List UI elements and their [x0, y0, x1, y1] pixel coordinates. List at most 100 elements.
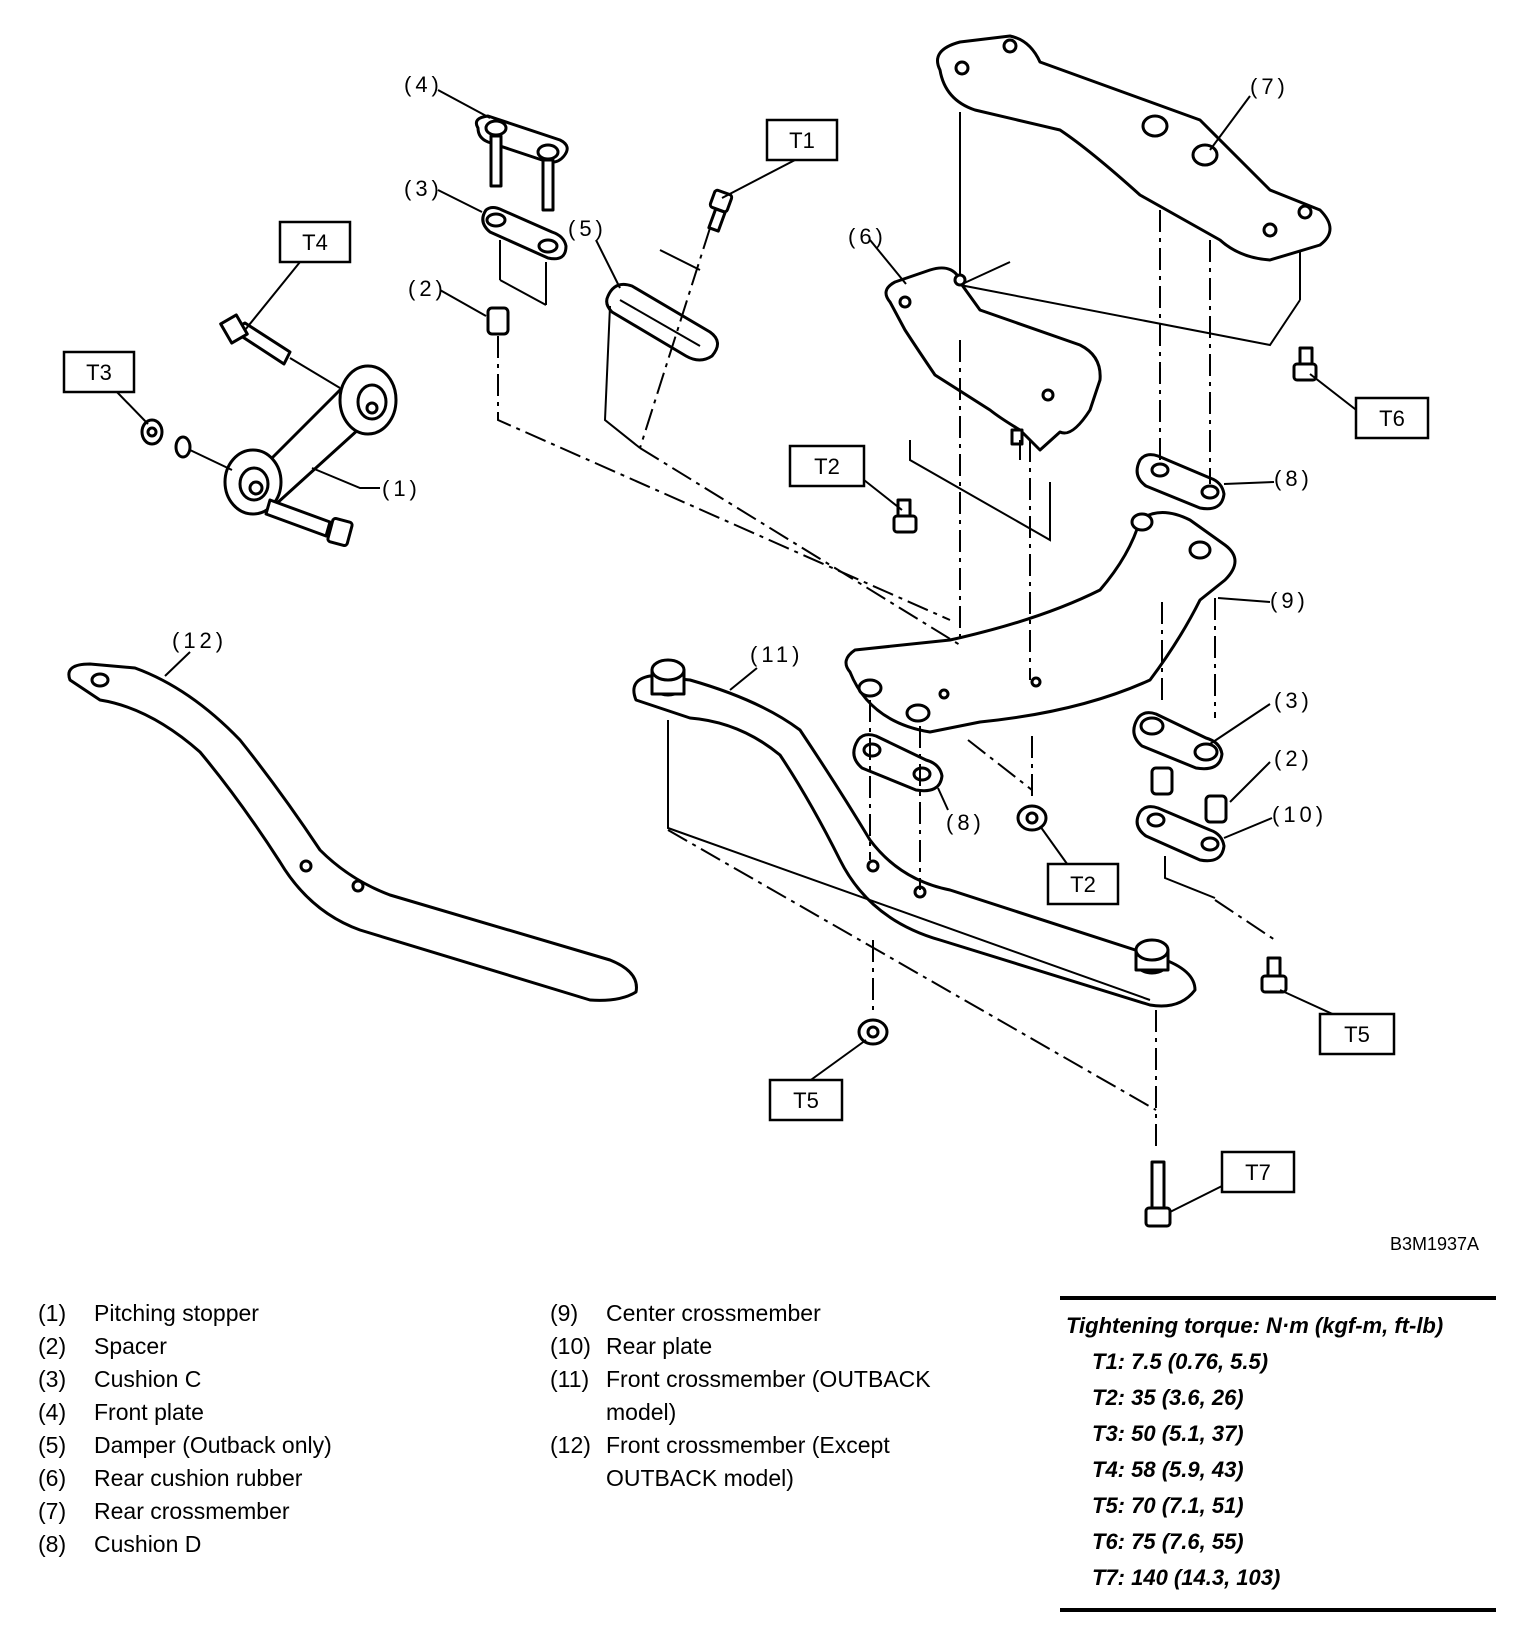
- legend-item-label: Front crossmember (Except OUTBACK model): [606, 1432, 890, 1491]
- torque-tag-t1: T1: [765, 118, 839, 162]
- torque-tag-t2-upper: T2: [788, 444, 866, 488]
- parts-legend-left: (1) Pitching stopper (2) Spacer (3) Cushion C…: [38, 1297, 498, 1561]
- legend-item: (1) Pitching stopper: [38, 1297, 498, 1330]
- figure-id: B3M1937A: [1390, 1234, 1479, 1254]
- torque-tag-t2-upper-label: T2: [814, 454, 840, 479]
- torque-tag-t3: T3: [62, 350, 136, 394]
- callout-6: (6): [848, 224, 887, 249]
- legend-item: (12) Front crossmember (Except OUTBACK mo…: [550, 1429, 980, 1495]
- legend-item-label: Damper (Outback only): [94, 1432, 332, 1458]
- legend-item-number: (7): [38, 1498, 67, 1524]
- legend-item-label: Rear cushion rubber: [94, 1465, 303, 1491]
- legend-item-number: (2): [38, 1333, 67, 1359]
- pitching-stopper-part: [140, 313, 398, 548]
- front-plate-part: [474, 114, 569, 212]
- callout-8-lower: (8): [946, 810, 985, 835]
- center-crossmember-part: [844, 511, 1237, 734]
- legend-item: (8) Cushion D: [38, 1528, 498, 1561]
- torque-value-row: T1: 7.5 (0.76, 5.5): [1092, 1349, 1269, 1374]
- legend-item: (11) Front crossmember (OUTBACK model): [550, 1363, 980, 1429]
- legend-item-number: (5): [38, 1432, 67, 1458]
- callout-3-lower: (3): [1274, 688, 1313, 713]
- legend-item: (9) Center crossmember: [550, 1297, 980, 1330]
- legend-item: (6) Rear cushion rubber: [38, 1462, 498, 1495]
- legend-item: (2) Spacer: [38, 1330, 498, 1363]
- torque-value-row: T7: 140 (14.3, 103): [1092, 1565, 1281, 1590]
- torque-value-row: T3: 50 (5.1, 37): [1092, 1421, 1244, 1446]
- legend-item-number: (8): [38, 1531, 67, 1557]
- callout-10: (10): [1272, 802, 1327, 827]
- legend-item-number: (12): [550, 1432, 591, 1458]
- torque-tag-t2-lower-label: T2: [1070, 872, 1096, 897]
- torque-tag-t4: T4: [278, 220, 352, 264]
- lower-fasteners: [857, 804, 1288, 1228]
- rear-crossmember-part: [936, 34, 1332, 382]
- torque-tag-t6: T6: [1354, 396, 1430, 440]
- callout-leaders: [114, 89, 1365, 1213]
- legend-item-label: Spacer: [94, 1333, 167, 1359]
- cushion-d-lower-part: [852, 733, 944, 793]
- legend-item-number: (1): [38, 1300, 67, 1326]
- torque-tag-t6-label: T6: [1379, 406, 1405, 431]
- legend-item-number: (3): [38, 1366, 67, 1392]
- torque-tag-t7-label: T7: [1245, 1160, 1271, 1185]
- spacer-upper-part: [486, 306, 510, 336]
- torque-tag-t3-label: T3: [86, 360, 112, 385]
- damper-part: [603, 188, 734, 449]
- callout-2-lower: (2): [1274, 746, 1313, 771]
- front-crossmember-outback-part: [632, 658, 1197, 1008]
- front-crossmember-except-outback-part: [67, 662, 638, 1002]
- rear-plate-part: [1135, 805, 1226, 899]
- callout-11: (11): [750, 642, 804, 667]
- callout-4: (4): [404, 72, 443, 97]
- callout-labels: (4) (3) (2) (5) (6) (7) (8) (9) (3) (2) …: [172, 72, 1327, 835]
- torque-value-row: T6: 75 (7.6, 55): [1092, 1529, 1244, 1554]
- legend-item: (5) Damper (Outback only): [38, 1429, 498, 1462]
- exploded-assembly-diagram: (4) (3) (2) (5) (6) (7) (8) (9) (3) (2) …: [62, 34, 1479, 1254]
- legend-item: (10) Rear plate: [550, 1330, 980, 1363]
- torque-tag-t5-right: T5: [1318, 1012, 1396, 1056]
- callout-12: (12): [172, 628, 227, 653]
- legend-item-number: (4): [38, 1399, 67, 1425]
- torque-tag-t5-right-label: T5: [1344, 1022, 1370, 1047]
- callout-2-upper: (2): [408, 276, 447, 301]
- callout-5: (5): [568, 216, 607, 241]
- legend-item-label: Rear crossmember: [94, 1498, 290, 1524]
- torque-tag-t7: T7: [1220, 1150, 1296, 1194]
- legend-item-label: Front crossmember (OUTBACK model): [606, 1366, 931, 1425]
- rear-cushion-rubber-part: [884, 266, 1102, 542]
- legend-item-number: (10): [550, 1333, 591, 1359]
- torque-value-row: T2: 35 (3.6, 26): [1092, 1385, 1244, 1410]
- alignment-lines: [497, 210, 1276, 1150]
- spacer-lower-part: [1150, 766, 1228, 824]
- torque-table-heading: Tightening torque: N·m (kgf-m, ft-lb): [1066, 1313, 1444, 1338]
- callout-8-upper: (8): [1274, 466, 1313, 491]
- tightening-torque-table: Tightening torque: N·m (kgf-m, ft-lb) T1…: [1060, 1296, 1496, 1612]
- legend-item-label: Rear plate: [606, 1333, 713, 1359]
- legend-item-number: (6): [38, 1465, 67, 1491]
- callout-7: (7): [1250, 74, 1289, 99]
- legend-item: (4) Front plate: [38, 1396, 498, 1429]
- torque-tag-t1-label: T1: [789, 128, 815, 153]
- callout-9: (9): [1270, 588, 1309, 613]
- legend-item-label: Pitching stopper: [94, 1300, 259, 1326]
- torque-value-row: T4: 58 (5.9, 43): [1092, 1457, 1244, 1482]
- legend-item: (7) Rear crossmember: [38, 1495, 498, 1528]
- legend-item-number: (9): [550, 1300, 579, 1326]
- cushion-c-lower-part: [1132, 711, 1224, 771]
- legend-item-label: Front plate: [94, 1399, 204, 1425]
- callout-3-upper: (3): [404, 176, 443, 201]
- torque-value-row: T5: 70 (7.1, 51): [1092, 1493, 1244, 1518]
- parts-legend-right: (9) Center crossmember (10) Rear plate (11) F…: [550, 1297, 980, 1495]
- legend-item: (3) Cushion C: [38, 1363, 498, 1396]
- callout-1: (1): [382, 476, 421, 501]
- legend-item-number: (11): [550, 1366, 590, 1392]
- torque-values-list: T1: 7.5 (0.76, 5.5) T2: 35 (3.6, 26) T3: 5…: [1060, 1344, 1496, 1596]
- legend-item-label: Cushion D: [94, 1531, 202, 1557]
- legend-item-label: Center crossmember: [606, 1300, 821, 1326]
- cushion-d-upper-part: [1135, 453, 1226, 511]
- torque-tag-t2-lower: T2: [1046, 862, 1120, 906]
- torque-tag-t4-label: T4: [302, 230, 328, 255]
- torque-tag-t5-left: T5: [768, 1078, 844, 1122]
- legend-item-label: Cushion C: [94, 1366, 202, 1392]
